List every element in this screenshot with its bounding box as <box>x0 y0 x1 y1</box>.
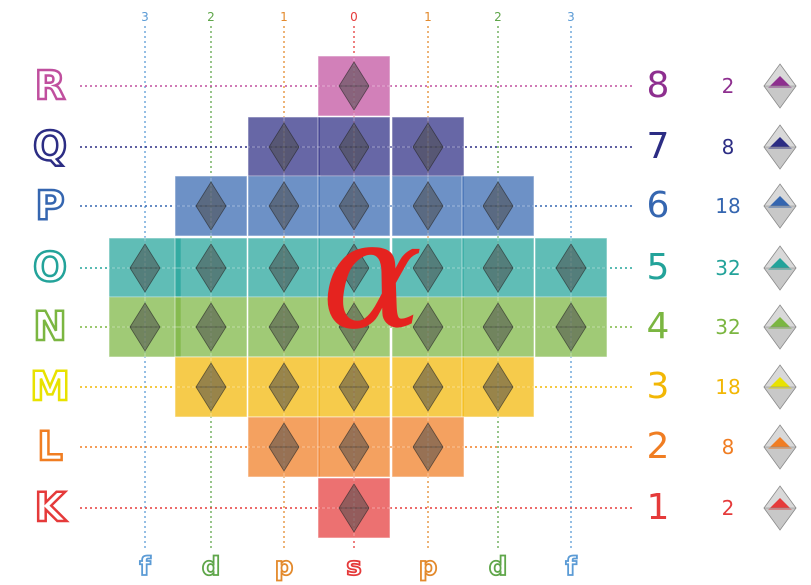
bottom-label-p-right: p <box>413 552 443 582</box>
octahedron-lower-icon <box>764 147 796 169</box>
shell-number-8: 8 <box>634 62 682 110</box>
octahedron-lower-icon <box>764 206 796 228</box>
shell-number-6: 6 <box>634 182 682 230</box>
bottom-label-f-left: f <box>130 552 160 582</box>
shell-number-5: 5 <box>634 244 682 292</box>
shell-number-3: 3 <box>634 363 682 411</box>
alpha-symbol: α <box>292 196 452 366</box>
shell-letter-p: P <box>28 182 72 230</box>
shell-number-4: 4 <box>634 303 682 351</box>
bottom-label-f-right: f <box>556 552 586 582</box>
bottom-label-d-left: d <box>196 552 226 582</box>
bottom-label-s: s <box>339 552 369 582</box>
element-count-1: 2 <box>700 495 756 521</box>
octahedron-lower-icon <box>764 508 796 530</box>
shell-letter-m: M <box>28 363 72 411</box>
element-count-8: 2 <box>700 73 756 99</box>
shell-number-2: 2 <box>634 423 682 471</box>
shell-letter-r: R <box>28 62 72 110</box>
shell-letter-o: O <box>28 244 72 292</box>
shell-letter-l: L <box>28 423 72 471</box>
element-count-2: 8 <box>700 434 756 460</box>
element-count-6: 18 <box>700 193 756 219</box>
shell-number-1: 1 <box>634 484 682 532</box>
top-label-p-right: 1 <box>418 10 438 24</box>
octahedron-lower-icon <box>764 86 796 108</box>
shell-letter-k: K <box>28 484 72 532</box>
octahedron-lower-icon <box>764 447 796 469</box>
top-label-d-right: 2 <box>488 10 508 24</box>
octahedron-lower-icon <box>764 327 796 349</box>
bottom-label-p-left: p <box>269 552 299 582</box>
octahedron-lower-icon <box>764 387 796 409</box>
octahedron-lower-icon <box>764 268 796 290</box>
element-count-7: 8 <box>700 134 756 160</box>
shell-letter-q: Q <box>28 123 72 171</box>
shell-number-7: 7 <box>634 123 682 171</box>
top-label-f-left: 3 <box>135 10 155 24</box>
top-label-p-left: 1 <box>274 10 294 24</box>
top-label-f-right: 3 <box>561 10 581 24</box>
top-label-d-left: 2 <box>201 10 221 24</box>
shell-letter-n: N <box>28 303 72 351</box>
bottom-label-d-right: d <box>483 552 513 582</box>
element-count-5: 32 <box>700 255 756 281</box>
element-count-4: 32 <box>700 314 756 340</box>
element-count-3: 18 <box>700 374 756 400</box>
top-label-s: 0 <box>344 10 364 24</box>
